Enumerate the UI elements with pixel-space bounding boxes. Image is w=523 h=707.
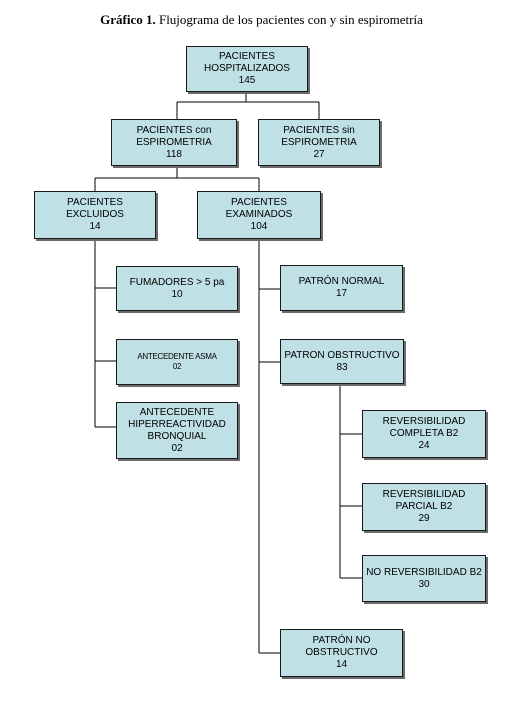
node-label-line: PATRÓN NO (312, 635, 371, 646)
node-count: 02 (171, 442, 183, 454)
node-label-line: OBSTRUCTIVO (305, 647, 378, 658)
figure-title-prefix: Gráfico 1. (100, 12, 156, 27)
node-label-line: PACIENTES con (136, 124, 212, 136)
node-label-line: PACIENTES (219, 51, 275, 62)
node-count: 30 (418, 578, 430, 590)
node-patron-normal: PATRÓN NORMAL 17 (280, 265, 403, 311)
figure-title-text: Flujograma de los pacientes con y sin es… (155, 12, 423, 27)
node-reversibilidad-parcial: REVERSIBILIDAD PARCIAL B2 29 (362, 483, 486, 531)
node-label-line: PATRÓN NORMAL (298, 276, 385, 287)
node-label-line: NO REVERSIBILIDAD B2 (366, 566, 482, 578)
node-label-line: ESPIROMETRIA (136, 136, 212, 148)
node-pacientes-con-espirometria: PACIENTES con ESPIROMETRIA 118 (111, 119, 237, 166)
node-count: 14 (335, 659, 348, 670)
node-label-line: PACIENTES (67, 197, 123, 208)
node-label-line: COMPLETA B2 (389, 428, 459, 439)
node-patron-obstructivo: PATRON OBSTRUCTIVO 83 (280, 339, 404, 384)
node-label-line: ESPIROMETRIA (281, 136, 357, 148)
node-patron-no-obstructivo: PATRÓN NO OBSTRUCTIVO 14 (280, 629, 403, 677)
node-count: 14 (89, 221, 101, 232)
node-label-line: EXCLUIDOS (66, 209, 124, 220)
node-label-line: FUMADORES > 5 pa (129, 276, 225, 288)
node-fumadores: FUMADORES > 5 pa 10 (116, 266, 238, 311)
node-label-line: PACIENTES sin (283, 124, 355, 136)
node-count: 02 (172, 362, 182, 371)
node-label-line: HOSPITALIZADOS (204, 63, 290, 74)
node-label-line: PACIENTES (231, 197, 287, 208)
node-label-line: EXAMINADOS (225, 209, 293, 220)
node-count: 29 (418, 513, 430, 524)
node-count: 104 (250, 221, 268, 232)
node-pacientes-excluidos: PACIENTES EXCLUIDOS 14 (34, 191, 156, 239)
node-pacientes-examinados: PACIENTES EXAMINADOS 104 (197, 191, 321, 239)
node-pacientes-hospitalizados: PACIENTES HOSPITALIZADOS 145 (186, 46, 308, 92)
node-count: 145 (238, 75, 256, 86)
node-label-line: REVERSIBILIDAD (382, 416, 466, 427)
node-count: 83 (336, 361, 348, 373)
node-count: 24 (418, 440, 430, 451)
node-label-line: BRONQUIAL (147, 430, 207, 442)
node-label-line: ANTECEDENTE ASMA (137, 352, 217, 361)
node-count: 27 (313, 148, 325, 160)
node-label-line: PATRON OBSTRUCTIVO (284, 349, 400, 361)
figure-title: Gráfico 1. Flujograma de los pacientes c… (0, 12, 523, 28)
node-no-reversibilidad: NO REVERSIBILIDAD B2 30 (362, 555, 486, 602)
node-count: 17 (335, 288, 348, 299)
node-label-line: REVERSIBILIDAD (382, 489, 466, 500)
node-reversibilidad-completa: REVERSIBILIDAD COMPLETA B2 24 (362, 410, 486, 458)
node-label-line: HIPERREACTIVIDAD (128, 418, 226, 430)
node-label-line: ANTECEDENTE (139, 406, 215, 418)
node-antecedente-asma: ANTECEDENTE ASMA 02 (116, 339, 238, 385)
node-pacientes-sin-espirometria: PACIENTES sin ESPIROMETRIA 27 (258, 119, 380, 166)
node-antecedente-hiperreactividad: ANTECEDENTE HIPERREACTIVIDAD BRONQUIAL 0… (116, 402, 238, 459)
node-label-line: PARCIAL B2 (395, 501, 453, 512)
node-count: 118 (166, 148, 182, 160)
node-count: 10 (171, 288, 183, 300)
